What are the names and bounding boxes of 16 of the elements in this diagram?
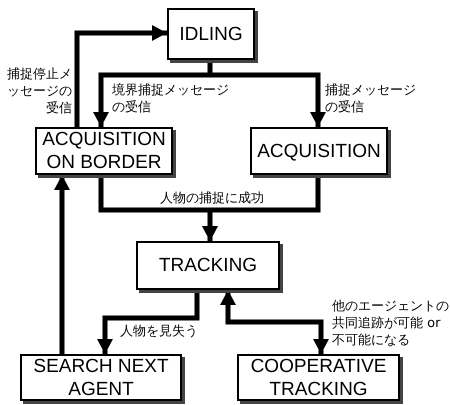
edge-label: 人物を見失う [120,323,199,340]
arrow [74,25,167,127]
edge-label: 他のエージェントの共同追跡が可能 or 不可能になる [332,298,450,349]
state-box: COOPERATIVE TRACKING [237,354,400,401]
arrow [54,175,70,354]
arrow [220,290,329,354]
state-box: ACQUISITION [250,127,388,175]
edge-label: 境界捕捉メッセージの受信 [112,82,230,116]
arrow [97,290,200,354]
edge-label: 人物の捕捉に成功 [160,190,265,207]
state-box: ACQUISITION ON BORDER [35,127,173,175]
state-box: TRACKING [136,241,280,290]
edge-label: 捕捉停止メッセージの受信 [6,66,72,117]
state-box: IDLING [167,8,255,60]
state-box: SEARCH NEXT AGENT [20,354,182,401]
edge-label: 捕捉メッセージの受信 [325,82,417,116]
